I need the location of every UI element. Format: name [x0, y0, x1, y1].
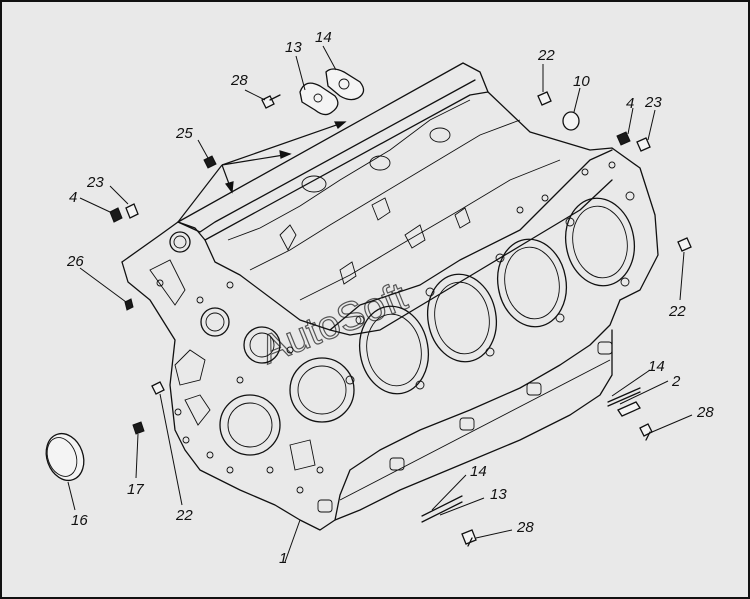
tube-13-14-bottom: [421, 495, 463, 523]
callout-label-c14c: 14: [470, 463, 487, 480]
leader-lines: [67, 45, 693, 563]
gasket-14: [325, 68, 365, 101]
deck-bolt-holes: [345, 161, 635, 390]
callout-label-c23b: 23: [645, 94, 662, 111]
plug-10: [562, 111, 580, 131]
side-bosses: [317, 341, 613, 513]
callout-label-c28b: 28: [697, 404, 714, 421]
watermark: AutoSoft: [254, 274, 413, 372]
callout-label-c28a: 28: [231, 72, 248, 89]
callout-label-c14b: 14: [648, 358, 665, 375]
callout-label-c14a: 14: [315, 29, 332, 46]
callout-label-c25: 25: [176, 125, 193, 142]
callout-label-c4b: 4: [626, 95, 635, 112]
cup-plug-16: [45, 432, 85, 482]
callout-label-c16: 16: [71, 512, 88, 529]
callout-label-c1: 1: [279, 550, 288, 567]
callout-label-c13b: 13: [490, 486, 507, 503]
plug-25: [203, 155, 217, 169]
sleeve-4-left: [109, 207, 123, 223]
cylinder-block: [121, 62, 659, 531]
dowel-22-right: [677, 237, 692, 252]
callout-label-c4a: 4: [69, 189, 78, 206]
plug-26: [124, 298, 134, 311]
callout-label-c26: 26: [67, 253, 84, 270]
flange-13: [299, 82, 339, 116]
arrows: [177, 121, 347, 223]
callout-label-c13a: 13: [285, 39, 302, 56]
callout-label-c28c: 28: [517, 519, 534, 536]
bolt-28-bottom: [461, 529, 477, 547]
dowel-22-top: [537, 91, 552, 106]
pin-23-right: [636, 137, 651, 152]
tube-14-right: [607, 387, 641, 407]
callout-label-c2: 2: [672, 373, 681, 390]
nozzle-2: [617, 401, 641, 417]
callout-label-c22c: 22: [176, 507, 193, 524]
cylinder-bores: [359, 197, 635, 395]
callout-label-c17: 17: [127, 481, 144, 498]
plug-17: [132, 421, 145, 435]
dowel-22-left: [151, 381, 165, 395]
callout-label-c22b: 22: [669, 303, 686, 320]
sleeve-4-right: [616, 131, 631, 146]
front-face-details: [149, 231, 355, 494]
callout-label-c10: 10: [573, 73, 590, 90]
callout-label-c23a: 23: [87, 174, 104, 191]
bolt-28-right: [639, 423, 653, 441]
pin-23-left: [125, 203, 139, 219]
bolt-28-top: [261, 94, 281, 109]
callout-label-c22a: 22: [538, 47, 555, 64]
